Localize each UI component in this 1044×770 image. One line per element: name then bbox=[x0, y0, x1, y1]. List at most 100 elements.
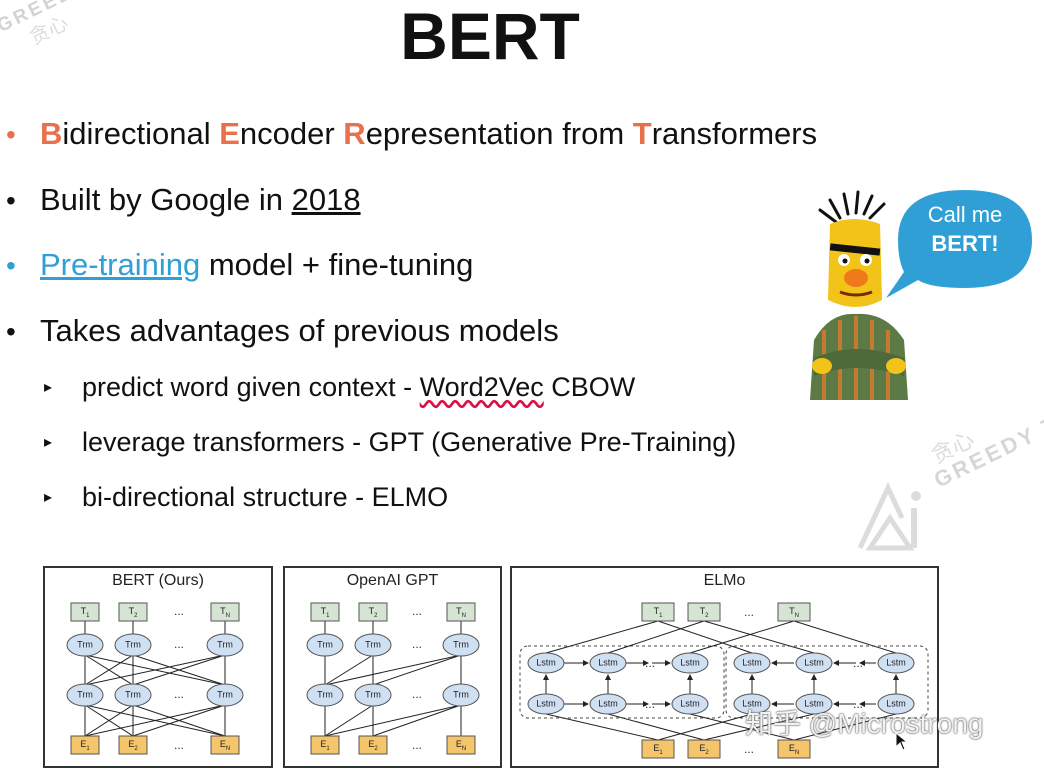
svg-text:EN: EN bbox=[456, 739, 466, 751]
acronym-t: T bbox=[632, 116, 652, 151]
svg-text:TN: TN bbox=[456, 606, 466, 618]
svg-text:TN: TN bbox=[789, 606, 799, 618]
svg-text:E2: E2 bbox=[128, 739, 138, 751]
sub-bullet-word2vec: ▸ predict word given context - Word2Vec C… bbox=[44, 372, 635, 403]
credit-watermark: 知乎 @Microstrong bbox=[745, 708, 984, 739]
pretraining-link[interactable]: Pre-training bbox=[40, 247, 201, 282]
svg-text:...: ... bbox=[744, 742, 754, 756]
triangle-bullet-icon: ▸ bbox=[44, 379, 53, 396]
svg-text:Lstm: Lstm bbox=[598, 657, 618, 667]
svg-text:Lstm: Lstm bbox=[804, 698, 824, 708]
svg-text:Trm: Trm bbox=[125, 639, 141, 649]
acronym-text-3: epresentation from bbox=[365, 116, 633, 151]
svg-text:Lstm: Lstm bbox=[804, 657, 824, 667]
svg-text:Lstm: Lstm bbox=[680, 698, 700, 708]
transformer-nodes-lower: Trm Trm Trm bbox=[66, 683, 244, 707]
sub-bullet-text: leverage transformers - GPT (Generative … bbox=[82, 427, 737, 457]
svg-text:...: ... bbox=[412, 604, 422, 618]
acronym-e: E bbox=[219, 116, 240, 151]
acronym-r: R bbox=[343, 116, 366, 151]
svg-text:...: ... bbox=[174, 738, 184, 752]
sub-bullet-text: bi-directional structure - ELMO bbox=[82, 482, 449, 512]
bullet-advantages: • Takes advantages of previous models bbox=[6, 313, 559, 349]
output-token-nodes: T1 T2 TN bbox=[310, 602, 476, 622]
svg-text:...: ... bbox=[853, 697, 863, 711]
output-token-nodes: T1 T2 TN bbox=[70, 602, 240, 622]
svg-text:Trm: Trm bbox=[453, 689, 469, 699]
svg-text:E2: E2 bbox=[699, 743, 709, 755]
bullet-advantages-text: Takes advantages of previous models bbox=[40, 313, 559, 348]
svg-text:Trm: Trm bbox=[365, 639, 381, 649]
svg-text:E1: E1 bbox=[320, 739, 330, 751]
slide-title: BERT bbox=[400, 0, 580, 73]
svg-text:...: ... bbox=[853, 656, 863, 670]
svg-text:Lstm: Lstm bbox=[742, 698, 762, 708]
svg-text:Trm: Trm bbox=[365, 689, 381, 699]
elmo-panel-title: ELMo bbox=[703, 572, 746, 589]
svg-text:Lstm: Lstm bbox=[536, 698, 556, 708]
triangle-bullet-icon: ▸ bbox=[44, 489, 53, 506]
sub-bullet-suffix: CBOW bbox=[543, 372, 636, 402]
svg-text:Lstm: Lstm bbox=[598, 698, 618, 708]
gpt-panel-title: OpenAI GPT bbox=[346, 572, 439, 589]
bullet-google: • Built by Google in 2018 bbox=[6, 182, 361, 218]
svg-text:...: ... bbox=[412, 738, 422, 752]
svg-text:...: ... bbox=[412, 687, 422, 701]
watermark-logo-icon bbox=[857, 482, 921, 551]
acronym-text-1: idirectional bbox=[62, 116, 220, 151]
svg-text:E1: E1 bbox=[80, 739, 90, 751]
svg-text:Trm: Trm bbox=[77, 639, 93, 649]
svg-text:EN: EN bbox=[220, 739, 230, 751]
svg-text:Lstm: Lstm bbox=[886, 698, 906, 708]
svg-text:...: ... bbox=[174, 637, 184, 651]
speech-bubble-line1: Call me bbox=[927, 202, 1003, 227]
sub-bullet-gpt: ▸ leverage transformers - GPT (Generative… bbox=[44, 427, 736, 458]
svg-text:T2: T2 bbox=[700, 606, 710, 618]
svg-text:Lstm: Lstm bbox=[742, 657, 762, 667]
svg-text:Trm: Trm bbox=[453, 639, 469, 649]
mouse-cursor-icon bbox=[895, 732, 909, 751]
bullet-acronym: •Bidirectional Encoder Representation fr… bbox=[6, 116, 817, 152]
svg-text:Trm: Trm bbox=[217, 689, 233, 699]
svg-text:...: ... bbox=[174, 687, 184, 701]
bullet-pretraining-text: model + fine-tuning bbox=[200, 247, 474, 282]
bullet-dot: • bbox=[6, 185, 16, 216]
svg-text:Trm: Trm bbox=[317, 689, 333, 699]
transformer-nodes-upper: Trm Trm Trm bbox=[66, 633, 244, 657]
svg-text:Trm: Trm bbox=[217, 639, 233, 649]
bullet-dot: • bbox=[6, 119, 16, 150]
triangle-bullet-icon: ▸ bbox=[44, 434, 53, 451]
svg-text:...: ... bbox=[174, 604, 184, 618]
bullet-pretraining: • Pre-training model + fine-tuning bbox=[6, 247, 473, 283]
sub-bullet-text: predict word given context - bbox=[82, 372, 420, 402]
svg-text:T2: T2 bbox=[129, 606, 139, 618]
svg-text:Trm: Trm bbox=[77, 689, 93, 699]
acronym-b: B bbox=[40, 116, 63, 151]
transformer-nodes-lower: Trm Trm Trm bbox=[306, 683, 480, 707]
svg-text:T1: T1 bbox=[321, 606, 331, 618]
svg-text:...: ... bbox=[645, 656, 655, 670]
bullet-google-year: 2018 bbox=[291, 182, 361, 217]
svg-text:T1: T1 bbox=[654, 606, 664, 618]
svg-text:E1: E1 bbox=[653, 743, 663, 755]
bullet-dot: • bbox=[6, 316, 16, 347]
embedding-nodes: E1 E2 EN bbox=[70, 735, 240, 755]
bullet-dot: • bbox=[6, 250, 16, 281]
svg-text:...: ... bbox=[412, 637, 422, 651]
svg-text:...: ... bbox=[744, 605, 754, 619]
svg-text:Trm: Trm bbox=[317, 639, 333, 649]
embedding-nodes: E1 E2 EN ... bbox=[641, 739, 811, 759]
transformer-nodes-upper: Trm Trm Trm bbox=[306, 633, 480, 657]
speech-bubble-line2: BERT! bbox=[931, 231, 999, 256]
svg-text:Trm: Trm bbox=[125, 689, 141, 699]
bullet-google-text: Built by Google in bbox=[40, 182, 292, 217]
word2vec-term: Word2Vec bbox=[419, 372, 544, 402]
bert-character-illustration bbox=[810, 190, 1032, 400]
